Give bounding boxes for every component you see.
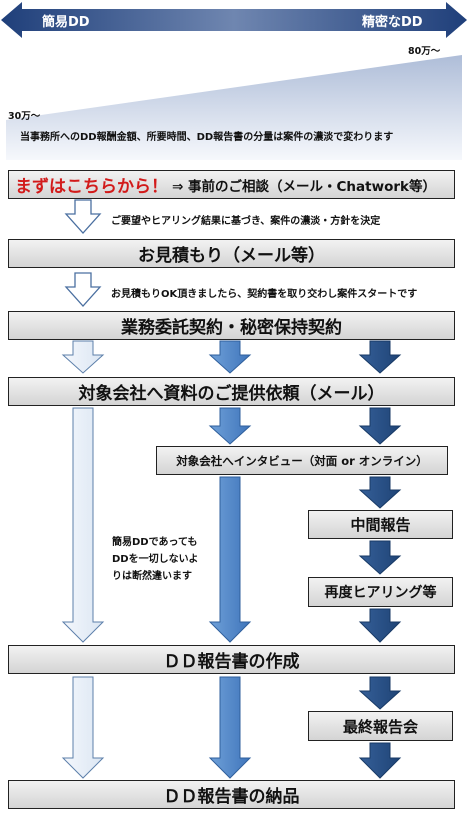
outline-arrow-1 — [64, 199, 102, 234]
step-final-meeting: 最終報告会 — [308, 711, 453, 741]
scale-right-label: 精密なDD — [362, 15, 423, 30]
step-interim: 中間報告 — [308, 510, 453, 539]
arrow-dark-4 — [358, 540, 402, 575]
outline-arrow-2 — [64, 272, 102, 307]
arrow-light-long — [61, 407, 105, 643]
step-report-create: ＤＤ報告書の作成 — [8, 645, 455, 674]
consult-highlight: まずはこちらから！ — [15, 177, 168, 197]
step-request: 対象会社へ資料のご提供依頼（メール） — [8, 377, 455, 406]
scale-caption: 当事務所へのDD報酬金額、所要時間、DD報告書の分量は案件の濃淡で変わります — [20, 132, 394, 143]
arrow-dark-6 — [358, 676, 402, 710]
arrow-light-1 — [61, 340, 105, 374]
consult-rest: ⇒ 事前のご相談（メール・Chatwork等） — [172, 178, 436, 195]
side-note-line-2: DDを一切しないよ — [112, 554, 199, 565]
price-wedge — [6, 55, 462, 160]
step-rehearing: 再度ヒアリング等 — [308, 577, 453, 607]
arrow-dark-1 — [358, 340, 402, 374]
step-delivery: ＤＤ報告書の納品 — [8, 780, 455, 809]
arrow-mid-3 — [208, 676, 252, 779]
price-high-label: 80万～ — [408, 46, 441, 57]
arrow-dark-5 — [358, 608, 402, 643]
step-interview: 対象会社へインタビュー（対面 or オンライン） — [156, 446, 448, 475]
scale-left-label: 簡易DD — [42, 15, 90, 30]
arrow-dark-3 — [358, 476, 402, 509]
side-note-line-1: 簡易DDであっても — [112, 537, 198, 548]
arrow-light-2 — [61, 676, 105, 779]
arrow-mid-2 — [208, 407, 252, 445]
side-note-line-3: りは断然違います — [112, 571, 192, 582]
price-low-label: 30万～ — [8, 111, 41, 122]
arrow-mid-long — [208, 476, 252, 643]
step-consult: まずはこちらから！ ⇒ 事前のご相談（メール・Chatwork等） — [8, 170, 455, 199]
side-note: 簡易DDであっても DDを一切しないよ りは断然違います — [112, 534, 198, 585]
step-estimate: お見積もり（メール等） — [8, 239, 455, 268]
arrow-dark-2 — [358, 407, 402, 445]
arrow-dark-7 — [358, 742, 402, 779]
consult-note: ご要望やヒアリング結果に基づき、案件の濃淡・方針を決定 — [111, 216, 381, 227]
scale-arrow — [1, 2, 467, 38]
step-contract: 業務委託契約・秘密保持契約 — [8, 311, 455, 340]
estimate-note: お見積もりOK頂きましたら、契約書を取り交わし案件スタートです — [111, 289, 418, 300]
arrow-mid-1 — [208, 340, 252, 374]
